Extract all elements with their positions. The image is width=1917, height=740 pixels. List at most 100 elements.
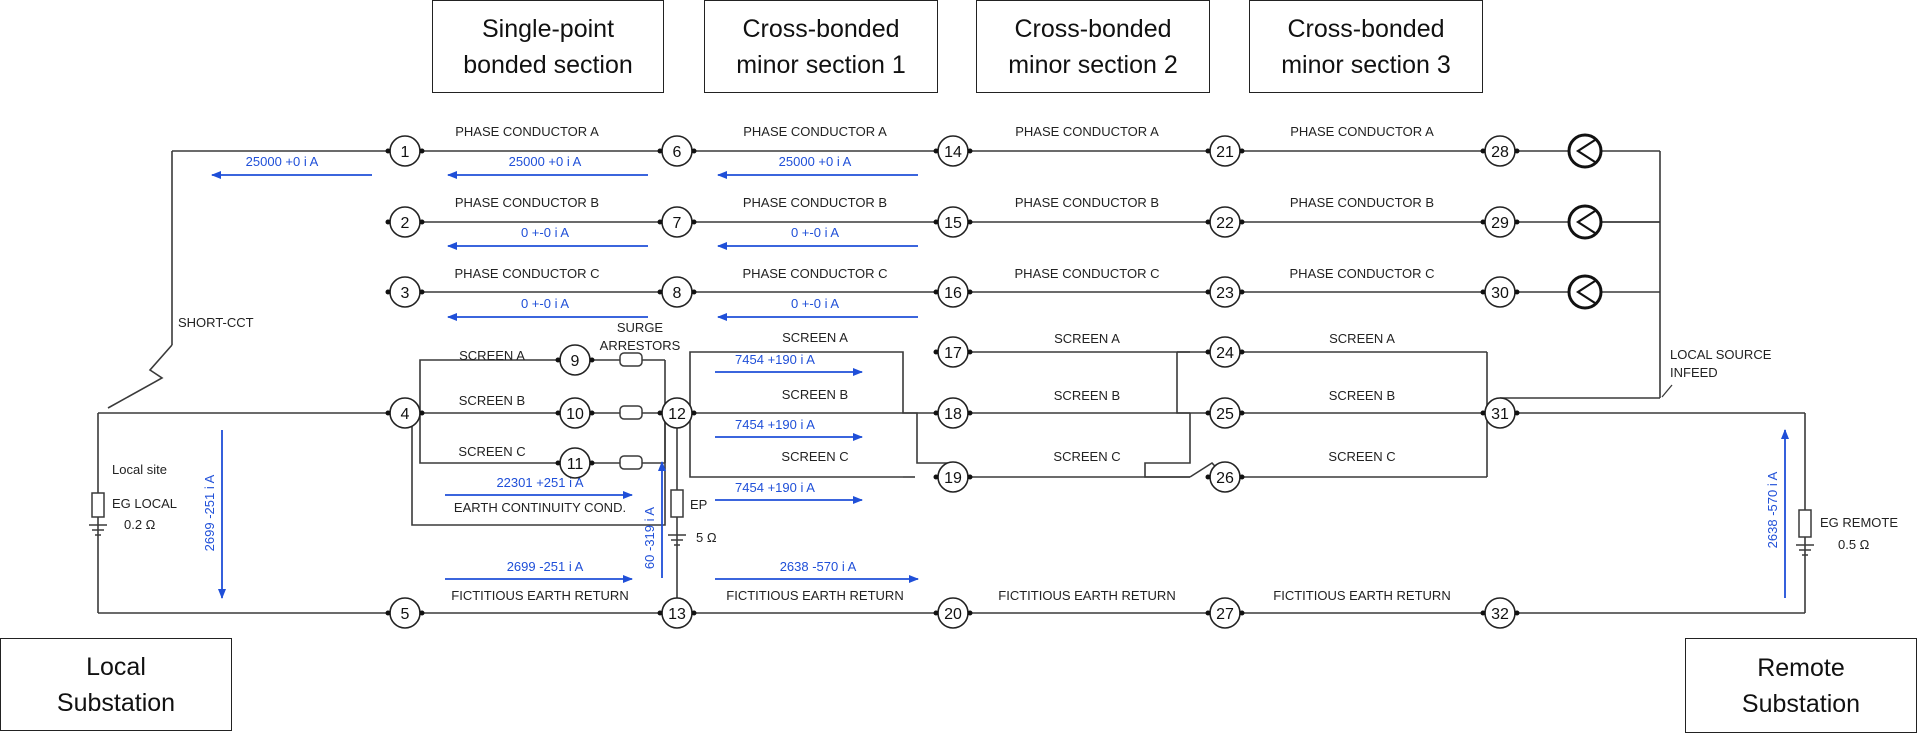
node-label-24: 24 <box>1216 345 1234 362</box>
header-cross-bonded-2-line1: Cross-bonded <box>1014 14 1172 43</box>
node-label-9: 9 <box>571 353 580 370</box>
label-phase-c-s2: PHASE CONDUCTOR C <box>743 266 888 281</box>
surge-arrestors-line2: ARRESTORS <box>600 338 681 353</box>
nodes: 1234567891011121314151617181920212223242… <box>385 135 1520 629</box>
current-phase-c-2: 0 +-0 i A <box>791 296 839 311</box>
remote-substation-line1: Remote <box>1757 653 1845 682</box>
header-cross-bonded-2: Cross-bonded minor section 2 <box>976 0 1210 93</box>
label-phase-b-s2: PHASE CONDUCTOR B <box>743 195 887 210</box>
node-16: 16 <box>933 276 973 308</box>
node-label-20: 20 <box>944 606 962 623</box>
label-screen-c-s3: SCREEN C <box>1053 449 1120 464</box>
header-cross-bonded-3-line2: minor section 3 <box>1281 50 1451 79</box>
node-7: 7 <box>657 206 697 238</box>
label-screen-c-s2: SCREEN C <box>781 449 848 464</box>
label-screen-b-s4: SCREEN B <box>1329 388 1395 403</box>
label-earth-return-s4: FICTITIOUS EARTH RETURN <box>1273 588 1450 603</box>
node-label-30: 30 <box>1491 285 1509 302</box>
node-18: 18 <box>933 397 973 429</box>
node-31: 31 <box>1480 397 1520 429</box>
label-phase-b-s3: PHASE CONDUCTOR B <box>1015 195 1159 210</box>
current-labels: 25000 +0 i A 25000 +0 i A 25000 +0 i A 0… <box>202 154 1780 574</box>
node-label-11: 11 <box>567 456 584 473</box>
label-screen-b-s3: SCREEN B <box>1054 388 1120 403</box>
conductor-labels: PHASE CONDUCTOR A PHASE CONDUCTOR A PHAS… <box>451 124 1450 603</box>
node-23: 23 <box>1205 276 1245 308</box>
surge-arrestors-line1: SURGE <box>617 320 664 335</box>
source-icon-a <box>1567 133 1603 169</box>
node-label-6: 6 <box>673 144 682 161</box>
node-label-22: 22 <box>1216 215 1234 232</box>
eg-remote-resistor <box>1796 509 1814 556</box>
label-phase-b-s4: PHASE CONDUCTOR B <box>1290 195 1434 210</box>
eg-local-label: EG LOCAL <box>112 496 177 511</box>
node-14: 14 <box>933 135 973 167</box>
node-label-18: 18 <box>944 406 962 423</box>
current-phase-b-1: 0 +-0 i A <box>521 225 569 240</box>
node-17: 17 <box>933 336 973 368</box>
local-source-infeed-line2: INFEED <box>1670 365 1718 380</box>
node-label-3: 3 <box>401 285 410 302</box>
node-4: 4 <box>385 397 425 429</box>
node-2: 2 <box>385 206 425 238</box>
current-arrows <box>211 171 1789 599</box>
node-22: 22 <box>1205 206 1245 238</box>
header-single-point-line2: bonded section <box>463 50 633 79</box>
ep-label: EP <box>690 497 707 512</box>
node-5: 5 <box>385 597 425 629</box>
current-phase-a-3: 25000 +0 i A <box>779 154 852 169</box>
node-24: 24 <box>1205 336 1245 368</box>
current-earth-return-s1: 2699 -251 i A <box>507 559 584 574</box>
annotations: SHORT-CCT SURGE ARRESTORS LOCAL SOURCE I… <box>112 315 1898 552</box>
node-13: 13 <box>657 597 697 629</box>
node-27: 27 <box>1205 597 1245 629</box>
node-9: 9 <box>555 344 595 376</box>
node-11: 11 <box>555 447 595 479</box>
remote-substation-line2: Substation <box>1741 689 1861 718</box>
infeed-leader <box>1661 384 1673 398</box>
node-label-1: 1 <box>401 144 410 161</box>
node-label-31: 31 <box>1491 406 1509 423</box>
node-8: 8 <box>657 276 697 308</box>
current-phase-a-1: 25000 +0 i A <box>246 154 319 169</box>
eg-local-resistor <box>89 492 107 536</box>
node-label-8: 8 <box>673 285 682 302</box>
header-cross-bonded-3: Cross-bonded minor section 3 <box>1249 0 1483 93</box>
node-25: 25 <box>1205 397 1245 429</box>
node-3: 3 <box>385 276 425 308</box>
local-substation-line2: Substation <box>56 688 176 717</box>
current-screen-1: 7454 +190 i A <box>735 352 815 367</box>
label-phase-c-s1: PHASE CONDUCTOR C <box>455 266 600 281</box>
node-label-17: 17 <box>944 345 962 362</box>
local-source-infeed-line1: LOCAL SOURCE <box>1670 347 1772 362</box>
node-label-15: 15 <box>944 215 962 232</box>
label-phase-a-s4: PHASE CONDUCTOR A <box>1290 124 1434 139</box>
node-15: 15 <box>933 206 973 238</box>
label-screen-c-s4: SCREEN C <box>1328 449 1395 464</box>
current-ep-vertical: 60 -319 i A <box>642 507 657 569</box>
label-screen-a-s1: SCREEN A <box>459 348 525 363</box>
label-ecc: EARTH CONTINUITY COND. <box>454 500 626 515</box>
label-phase-b-s1: PHASE CONDUCTOR B <box>455 195 599 210</box>
current-local-vertical: 2699 -251 i A <box>202 474 217 551</box>
node-29: 29 <box>1480 206 1520 238</box>
header-cross-bonded-1: Cross-bonded minor section 1 <box>704 0 938 93</box>
node-label-32: 32 <box>1491 606 1509 623</box>
node-label-19: 19 <box>944 470 962 487</box>
node-label-21: 21 <box>1216 144 1234 161</box>
eg-remote-label: EG REMOTE <box>1820 515 1898 530</box>
header-cross-bonded-3-line1: Cross-bonded <box>1287 14 1445 43</box>
node-26: 26 <box>1205 461 1245 493</box>
source-icon-b <box>1567 204 1603 240</box>
current-earth-return-s2: 2638 -570 i A <box>780 559 857 574</box>
label-screen-a-s3: SCREEN A <box>1054 331 1120 346</box>
node-label-25: 25 <box>1216 406 1234 423</box>
node-30: 30 <box>1480 276 1520 308</box>
current-screen-3: 7454 +190 i A <box>735 480 815 495</box>
current-phase-c-1: 0 +-0 i A <box>521 296 569 311</box>
current-phase-b-2: 0 +-0 i A <box>791 225 839 240</box>
header-single-point: Single-point bonded section <box>432 0 664 93</box>
label-earth-return-s3: FICTITIOUS EARTH RETURN <box>998 588 1175 603</box>
node-label-14: 14 <box>944 144 962 161</box>
